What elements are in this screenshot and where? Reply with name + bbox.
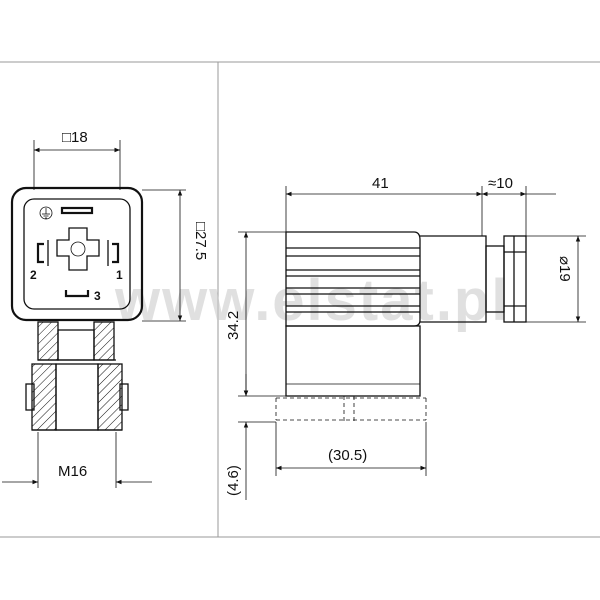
- dim-bottom-label: (4.6): [225, 465, 242, 496]
- center-hole: [70, 241, 86, 257]
- connector-face-outer: [10, 186, 144, 322]
- pin-label-1: 1: [116, 268, 123, 282]
- dim-height-side-label: 34.2: [225, 311, 242, 340]
- dim-width-label: □18: [62, 129, 88, 146]
- pin-label-2: 2: [30, 268, 37, 282]
- contact-1-bracket: [112, 242, 120, 264]
- dim-length-label: 41: [372, 175, 389, 192]
- ground-icon: [39, 206, 53, 220]
- connector-face-inner: [23, 198, 131, 310]
- side-view: 41 ≈10 ⌀19 34.2 (4.6) (30.5): [225, 175, 586, 500]
- dim-thread-label: M16: [58, 463, 87, 480]
- dim-gland-diameter-label: ⌀19: [556, 256, 573, 282]
- dim-cable-label: ≈10: [488, 175, 513, 192]
- pin-label-3: 3: [94, 289, 101, 303]
- front-view: 2 1 3 □18 □27.5: [2, 129, 209, 488]
- watermark-text: www.elstat.pl: [114, 268, 509, 333]
- contact-3-bracket: [64, 290, 90, 298]
- ground-contact: [60, 206, 94, 215]
- center-cross: [56, 227, 100, 271]
- dim-height-label: □27.5: [192, 222, 209, 260]
- gland-nut: [503, 235, 527, 323]
- connector-base: [285, 325, 421, 397]
- dim-base-length-label: (30.5): [328, 447, 367, 464]
- frame-lines: [0, 61, 600, 538]
- contact-2-bracket: [36, 242, 44, 264]
- cable-gland-section: [25, 321, 129, 431]
